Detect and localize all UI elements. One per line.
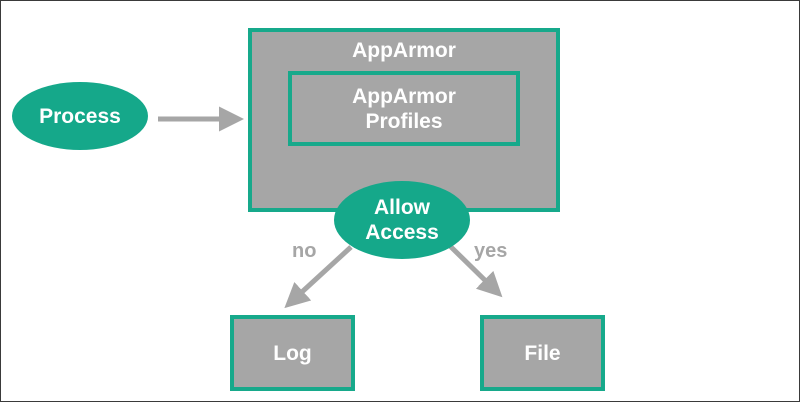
no-edge-label: no [292, 240, 317, 262]
log-label: Log [273, 341, 312, 365]
allow-access-label: Allow Access [365, 196, 439, 244]
yes-edge-label: yes [474, 240, 508, 262]
apparmor-profiles-label: AppArmor Profiles [352, 84, 456, 133]
apparmor-title: AppArmor [352, 39, 456, 62]
arrow-allow-to-log [284, 245, 353, 309]
arrow-allow-to-file [447, 243, 503, 298]
allow-access-node: Allow Access [334, 181, 470, 259]
process-node: Process [12, 82, 148, 150]
file-label: File [524, 341, 561, 365]
apparmor-profiles-box: AppArmor Profiles [288, 71, 520, 146]
file-box: File [480, 315, 605, 391]
process-label: Process [39, 104, 121, 128]
log-box: Log [230, 315, 355, 391]
